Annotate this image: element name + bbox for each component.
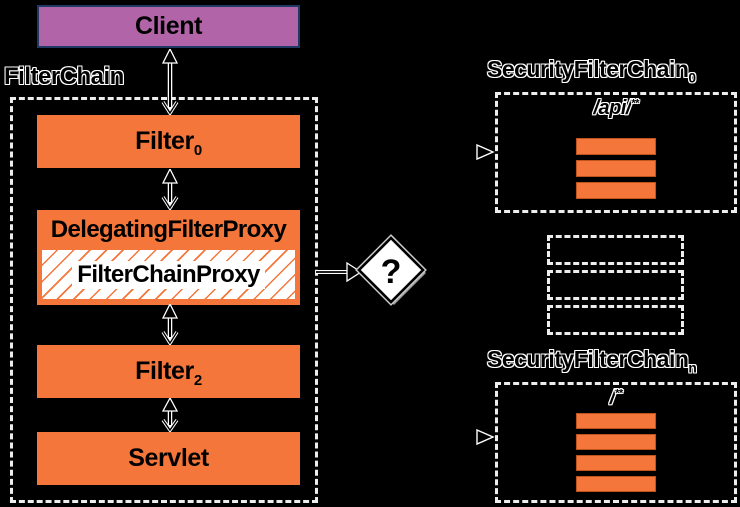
arrow-dfp-filter2 xyxy=(161,304,179,345)
filter-chain-dashed-region xyxy=(10,97,318,503)
filter-bar xyxy=(576,182,656,199)
chainN-path-label: /** xyxy=(609,387,623,409)
filter0-label: Filter0 xyxy=(135,127,202,159)
question-mark-label: ? xyxy=(381,253,402,291)
security-filter-chainN-box: /** xyxy=(495,382,737,503)
open-arrowhead-icon xyxy=(346,261,363,283)
filter2-label: Filter2 xyxy=(135,357,202,389)
security-filter-chain0-title: SecurityFilterChain0 xyxy=(487,56,696,86)
chain0-filter-bars xyxy=(576,138,656,199)
decision-diamond: ? xyxy=(355,234,427,306)
filter-chain-label: FilterChain xyxy=(4,63,124,90)
arrow-filter0-dfp xyxy=(161,169,179,210)
arrow-client-filter0 xyxy=(161,49,179,115)
open-arrowhead-icon xyxy=(476,428,495,446)
filter-bar xyxy=(576,476,656,492)
connector-to-decision xyxy=(316,261,363,283)
placeholder-chain-box xyxy=(547,305,684,335)
filter-bar xyxy=(576,138,656,155)
arrow-filter2-servlet xyxy=(161,398,179,432)
filter-bar xyxy=(576,413,656,429)
open-arrowhead-icon xyxy=(476,143,495,161)
security-filter-chain0-box: /api/** xyxy=(495,92,737,213)
filter-bar xyxy=(576,160,656,177)
delegating-filter-proxy-label: DelegatingFilterProxy xyxy=(50,216,287,243)
chain0-path-label: /api/** xyxy=(593,97,639,119)
filter-bar xyxy=(576,455,656,471)
delegating-filter-proxy-box: DelegatingFilterProxy FilterChainProxy xyxy=(20,210,300,322)
filter-chain-proxy-label: FilterChainProxy xyxy=(72,260,265,289)
placeholder-chain-box xyxy=(547,270,684,300)
security-filter-chainN-title: SecurityFilterChainn xyxy=(487,346,697,376)
filter-chain-proxy-box: FilterChainProxy xyxy=(42,250,295,299)
filter0-box: Filter0 xyxy=(20,115,300,185)
filter-bar xyxy=(576,434,656,450)
chainN-filter-bars xyxy=(576,413,656,492)
servlet-label: Servlet xyxy=(128,444,209,472)
client-label: Client xyxy=(134,12,203,40)
filter2-box: Filter2 xyxy=(20,345,300,415)
servlet-box: Servlet xyxy=(20,432,300,502)
client-box: Client xyxy=(22,5,300,63)
placeholder-chains xyxy=(547,235,684,335)
placeholder-chain-box xyxy=(547,235,684,265)
